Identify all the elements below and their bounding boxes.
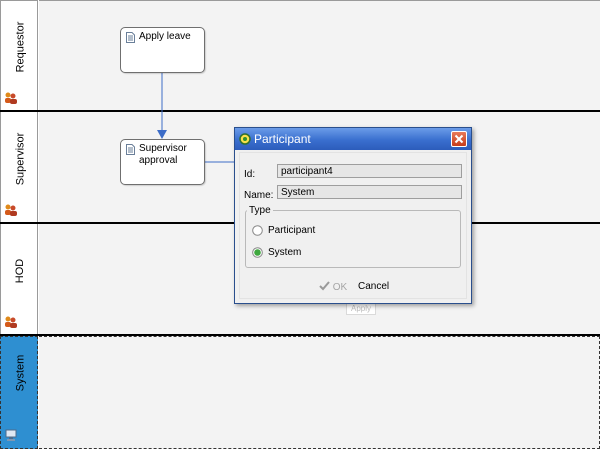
lane-header-requestor[interactable]: Requestor	[0, 0, 38, 110]
activity-doc-icon	[126, 144, 135, 155]
dialog-titlebar[interactable]: Participant	[235, 128, 471, 150]
ok-label: OK	[332, 282, 348, 293]
radio-participant[interactable]	[252, 225, 263, 236]
activity-supervisor-approval[interactable]: Supervisor approval	[120, 139, 205, 185]
activity-label-line1: Supervisor	[139, 143, 187, 154]
arrow-head	[157, 130, 167, 139]
radio-system[interactable]	[252, 247, 263, 258]
lane-divider	[0, 334, 600, 336]
people-icon	[5, 316, 17, 328]
apply-hint[interactable]: Apply	[346, 303, 376, 315]
app-icon	[239, 133, 251, 145]
activity-label-line2: approval	[139, 155, 178, 166]
type-legend: Type	[247, 205, 273, 216]
cancel-label: Cancel	[358, 281, 390, 292]
name-field[interactable]	[277, 185, 462, 199]
checkmark-icon	[319, 281, 330, 291]
dialog-title: Participant	[254, 132, 311, 146]
name-label: Name:	[244, 190, 274, 201]
lane-system: System	[0, 336, 600, 449]
radio-participant-label[interactable]: Participant	[268, 225, 316, 236]
lane-header-system[interactable]: System	[0, 336, 38, 449]
activity-label: Supervisor approval	[139, 143, 187, 167]
people-icon	[5, 204, 17, 216]
lane-body-system[interactable]	[39, 336, 600, 449]
lane-header-supervisor[interactable]: Supervisor	[0, 112, 38, 222]
radio-system-label[interactable]: System	[268, 247, 302, 258]
close-button[interactable]	[451, 131, 467, 147]
ok-button[interactable]: OK	[319, 281, 347, 293]
computer-icon	[5, 429, 17, 441]
close-icon	[454, 134, 464, 144]
id-label: Id:	[244, 169, 256, 180]
activity-label: Apply leave	[139, 31, 191, 42]
type-group	[245, 210, 461, 268]
lane-header-hod[interactable]: HOD	[0, 224, 38, 334]
people-icon	[5, 92, 17, 104]
lane-divider	[0, 110, 600, 112]
id-field[interactable]	[277, 164, 462, 178]
activity-apply-leave[interactable]: Apply leave	[120, 27, 205, 73]
participant-dialog: Participant Id: Name: Type Participant S…	[234, 127, 472, 304]
cancel-button[interactable]: Cancel	[358, 281, 389, 292]
activity-doc-icon	[126, 32, 135, 43]
